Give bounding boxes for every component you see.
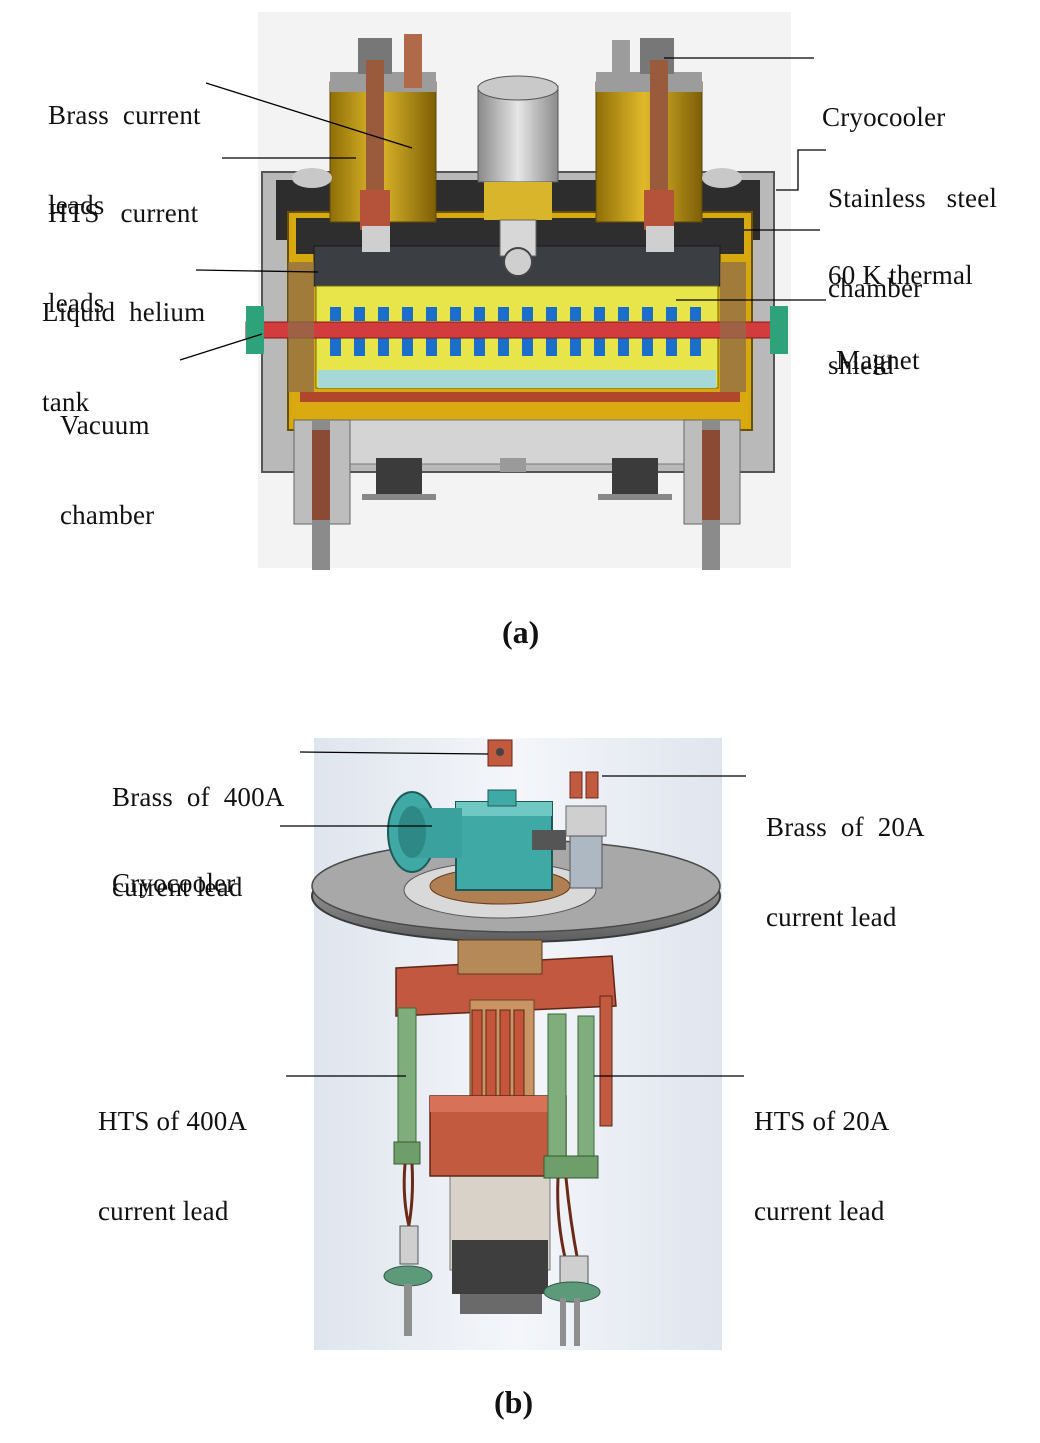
label-thermal-shield: 60 K thermal shield (828, 260, 973, 380)
label-hts-20a: HTS of 20A current lead (754, 1106, 890, 1226)
label-liquid-helium-tank: Liquid helium tank (42, 297, 206, 417)
caption-panel-a: (a) (502, 614, 540, 650)
label-cryocooler-a: Cryocooler (822, 102, 946, 132)
label-hts-current-leads: HTS current leads (48, 198, 199, 318)
label-brass-20a: Brass of 20A current lead (766, 812, 925, 932)
label-brass-400a: Brass of 400A current lead (112, 782, 285, 902)
magnet-system-drawing (245, 12, 791, 570)
caption-panel-b: (b) (494, 1384, 534, 1420)
label-cryocooler-b: Cryocooler (112, 868, 236, 898)
label-hts-400a: HTS of 400A current lead (98, 1106, 248, 1226)
label-brass-current-leads: Brass current leads (48, 100, 201, 220)
leader-lines-panel-b (280, 751, 746, 1077)
leader-lines-panel-a (179, 57, 826, 361)
label-vacuum-chamber: Vacuum chamber (60, 410, 155, 530)
label-magnet: Magnet (836, 345, 920, 375)
current-lead-assembly-drawing (311, 738, 722, 1350)
label-stainless-steel-chamber: Stainless steel chamber (828, 183, 998, 303)
